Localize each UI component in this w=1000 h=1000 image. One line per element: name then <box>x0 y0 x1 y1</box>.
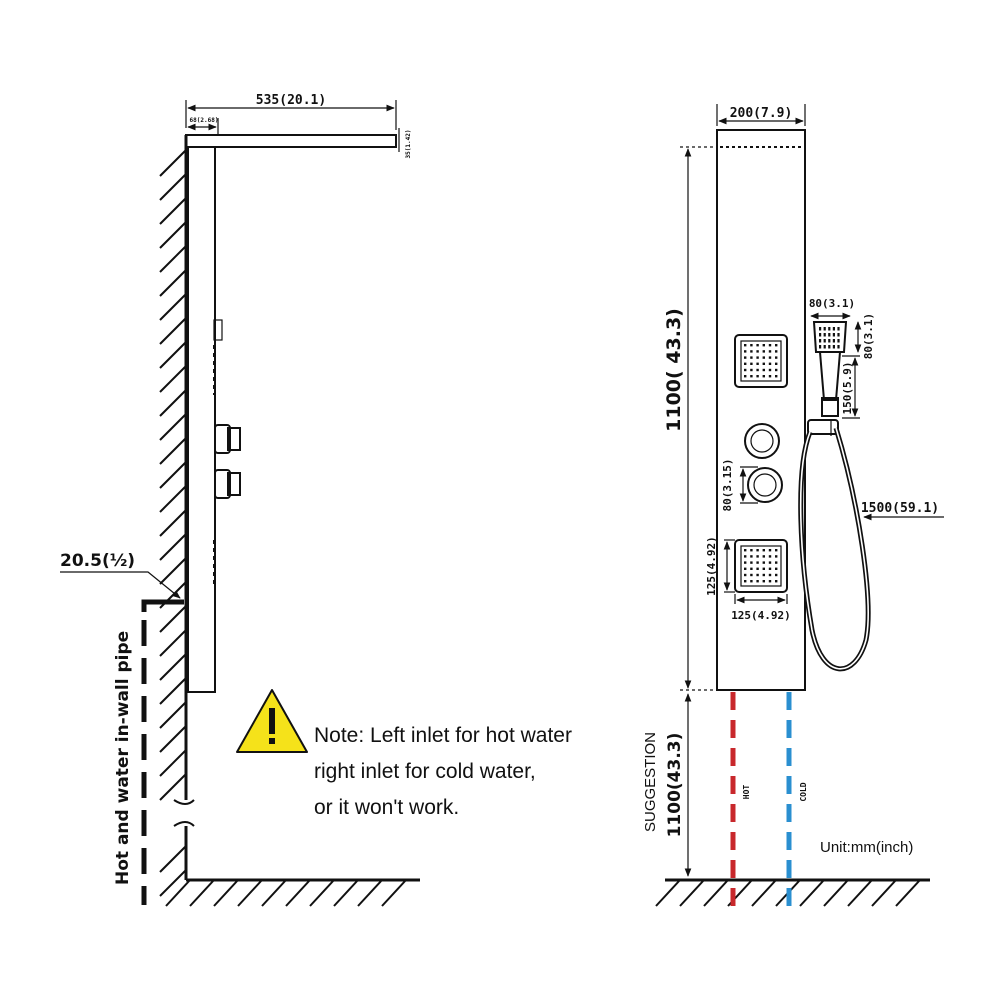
front-view: HOT COLD 200(7.9) 1100( 43.3) 80(3.1) 80… <box>642 104 944 910</box>
side-width-label: 535(20.1) <box>256 93 326 108</box>
suggestion-label: SUGGESTION <box>642 732 659 832</box>
pipe-size-label: 20.5(½) <box>60 551 135 571</box>
in-wall-pipe <box>141 599 184 905</box>
front-width-label: 200(7.9) <box>730 106 793 121</box>
hand-shower <box>807 321 848 436</box>
jet-height-dimension: 125(4.92) <box>705 536 735 596</box>
warning-icon <box>236 689 308 753</box>
shower-top-arm <box>185 134 397 148</box>
install-height-dimension: SUGGESTION 1100(43.3) <box>642 693 692 877</box>
install-height-label: 1100(43.3) <box>665 733 685 838</box>
knob-dimension: 80(3.15) <box>721 459 758 512</box>
handshower-head-dimension: 80(3.1) <box>854 313 875 359</box>
temperature-knob <box>744 423 780 459</box>
handshower-head-label: 80(3.1) <box>862 313 875 359</box>
hose <box>798 427 871 672</box>
note-line-3: or it won't work. <box>314 796 459 819</box>
in-wall-pipe-label: Hot and water in-wall pipe <box>113 631 133 885</box>
front-width-dimension: 200(7.9) <box>716 104 806 126</box>
handshower-width-dimension: 80(3.1) <box>809 297 855 320</box>
floor <box>165 878 420 907</box>
upper-body-jet <box>734 334 788 388</box>
offset-dimension: 68(2.68) <box>187 117 219 134</box>
top-thickness-label: 35(1.42) <box>405 130 412 159</box>
unit-label: Unit:mm(inch) <box>820 839 913 856</box>
jet-width-label: 125(4.92) <box>731 609 791 622</box>
side-offset-label: 68(2.68) <box>190 117 219 124</box>
knob-label: 80(3.15) <box>721 459 734 512</box>
jet-width-dimension: 125(4.92) <box>731 594 791 622</box>
hot-label: HOT <box>742 785 751 800</box>
handshower-handle-dimension: 150(5.9) <box>841 355 860 419</box>
jet-height-label: 125(4.92) <box>705 536 718 596</box>
width-dimension: 535(20.1) <box>185 93 397 130</box>
pipe-dimension: 20.5(½) <box>60 551 181 599</box>
lower-body-jet <box>734 539 788 593</box>
height-dimension: 1100( 43.3) <box>663 146 715 691</box>
note-line-1: Note: Left inlet for hot water <box>314 724 572 747</box>
side-view: 535(20.1) 68(2.68) 35(1.42) 20.5(½) Hot … <box>60 93 420 907</box>
cold-label: COLD <box>799 782 808 801</box>
handshower-handle-label: 150(5.9) <box>841 362 854 415</box>
hose-dimension: 1500(59.1) <box>861 501 944 521</box>
warning-note: Note: Left inlet for hot water right inl… <box>236 689 572 819</box>
hose-length-label: 1500(59.1) <box>861 501 939 516</box>
floor-right <box>655 878 930 907</box>
height-label: 1100( 43.3) <box>663 308 685 432</box>
top-thickness-dimension: 35(1.42) <box>398 128 412 159</box>
handshower-width-label: 80(3.1) <box>809 297 855 310</box>
shower-panel-front <box>716 129 806 691</box>
shower-panel-side <box>187 146 241 693</box>
note-line-2: right inlet for cold water, <box>314 760 536 783</box>
diverter-knob <box>747 467 783 503</box>
